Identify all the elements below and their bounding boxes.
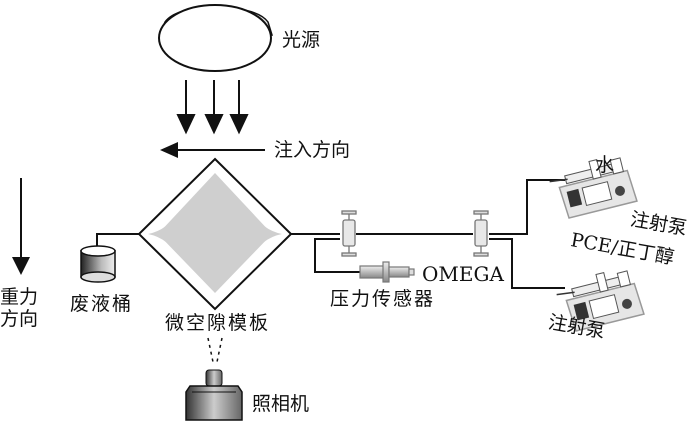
- water-label: 水: [595, 154, 615, 176]
- sensor-brand-label: OMEGA: [422, 262, 504, 286]
- camera-icon: [185, 369, 243, 421]
- valve-right-icon: [473, 210, 489, 257]
- valve-left-icon: [341, 210, 357, 257]
- light-source-icon: [158, 4, 274, 72]
- pressure-sensor-label: 压力传感器: [330, 288, 436, 310]
- micropore-template-label: 微空隙模板: [165, 312, 271, 334]
- light-arrows: [176, 80, 249, 135]
- light-source-label: 光源: [282, 29, 321, 51]
- gravity-direction-label-line2: 方向: [0, 308, 39, 330]
- waste-bucket-icon: [80, 233, 139, 283]
- pressure-sensor-icon: [359, 261, 415, 283]
- micropore-template: [137, 157, 293, 311]
- camera-label: 照相机: [252, 393, 310, 415]
- waste-bucket-label: 废液桶: [70, 293, 134, 315]
- gravity-direction-label-line1: 重力: [0, 286, 39, 308]
- camera-view-lines: [207, 337, 223, 363]
- injection-direction-arrow: [160, 142, 265, 158]
- syringe-pump-top-icon: [549, 157, 638, 219]
- gravity-direction-arrow: [12, 178, 30, 275]
- syringe-pump-bottom-icon: [556, 270, 645, 332]
- tubing: [291, 179, 565, 289]
- injection-direction-label: 注入方向: [274, 139, 351, 161]
